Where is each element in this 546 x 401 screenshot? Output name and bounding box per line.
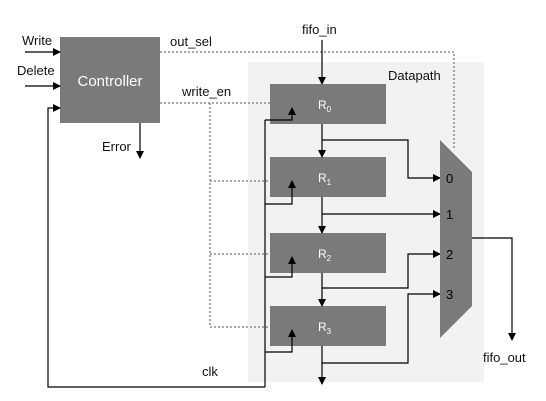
svg-text:R0: R0 [318, 98, 332, 114]
svg-text:R3: R3 [318, 320, 332, 336]
r2-to-mux-wire [322, 250, 441, 289]
register-r0-sub: 0 [327, 105, 332, 114]
delete-input-label: Delete [17, 63, 55, 78]
register-r3: R3 [270, 306, 386, 346]
controller-label: Controller [77, 73, 142, 90]
register-r1-name: R [318, 171, 327, 185]
register-r2: R2 [270, 233, 386, 273]
clk-tap-r1 [265, 180, 296, 205]
mux-input-3: 3 [446, 287, 453, 302]
write-input-label: Write [22, 33, 52, 48]
fifo-out-wire [472, 237, 516, 341]
svg-text:R2: R2 [318, 247, 332, 263]
fifo-out-label: fifo_out [483, 350, 526, 365]
mux-input-0: 0 [446, 171, 453, 186]
mux-input-1: 1 [446, 207, 453, 222]
register-r0: R0 [270, 84, 386, 124]
output-mux [440, 140, 472, 338]
out-sel-label: out_sel [170, 34, 212, 49]
register-r1-sub: 1 [327, 178, 332, 187]
fifo-in-label: fifo_in [302, 22, 337, 37]
controller-block [60, 37, 160, 123]
r3-to-mux-wire [322, 290, 441, 364]
datapath-label: Datapath [388, 68, 441, 83]
mux-input-2: 2 [446, 247, 453, 262]
register-r3-sub: 3 [327, 327, 332, 336]
r0-to-mux-wire [322, 139, 441, 182]
error-label: Error [102, 139, 132, 154]
register-r0-name: R [318, 98, 327, 112]
clk-tap-r3 [265, 329, 296, 353]
register-r2-name: R [318, 247, 327, 261]
out-sel-wire [160, 51, 455, 150]
write-en-label: write_en [181, 84, 231, 99]
clk-tap-r2 [265, 256, 296, 278]
clk-label: clk [202, 364, 218, 379]
clk-tap-r0 [265, 107, 296, 121]
register-r3-name: R [318, 320, 327, 334]
register-r2-sub: 2 [327, 254, 332, 263]
register-r1: R1 [270, 157, 386, 197]
clk-feedback-wire [47, 104, 265, 388]
svg-text:R1: R1 [318, 171, 332, 187]
